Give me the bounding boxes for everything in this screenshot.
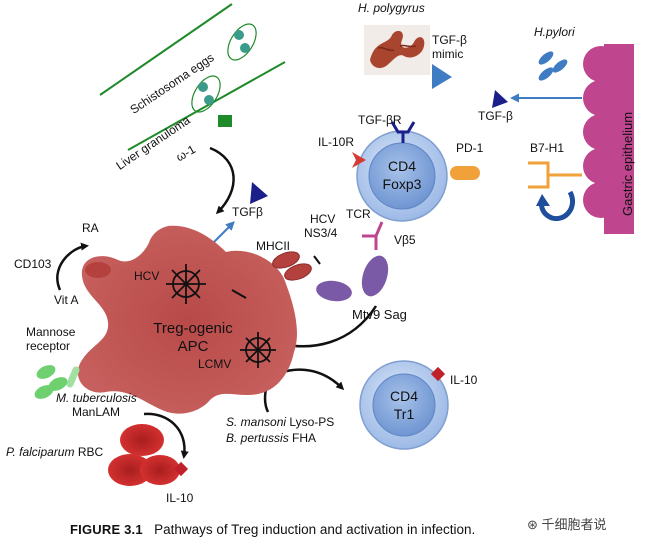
label-tgfb-mimic-2: mimic (432, 47, 464, 61)
p-falciparum-rbc-icon (108, 424, 180, 486)
label-lyso-ps: Lyso-PS (286, 415, 335, 429)
figure-number: FIGURE 3.1 (70, 522, 143, 537)
label-ra: RA (82, 221, 99, 235)
tcr-receptor-icon (362, 221, 384, 250)
gastric-epithelium (583, 44, 634, 234)
watermark-text: 千细胞者说 (541, 517, 607, 532)
label-pd1: PD-1 (456, 141, 484, 155)
label-apc-1: Treg-ogenic (153, 320, 233, 337)
label-tgfb-epithelium: TGF-β (478, 109, 513, 123)
schistosoma-egg-1 (227, 23, 257, 61)
label-il10-bottom: IL-10 (166, 491, 194, 505)
tr1-cell-cd4-tr1 (359, 360, 449, 450)
apc-inner-mark (231, 289, 247, 299)
hcv-virus-apc-icon (166, 264, 206, 304)
label-fha: FHA (288, 431, 317, 445)
treg-ogenic-apc-cell (77, 225, 297, 414)
mtv9-sag-icon (316, 255, 389, 302)
wechat-icon: ⊛ (527, 517, 538, 532)
label-cd4-tr1-1: CD4 (389, 388, 418, 404)
label-tgfbr: TGF-βR (358, 113, 402, 127)
label-h-pylori: H.pylori (534, 25, 575, 39)
ra-vita-cycle-arrow (56, 242, 89, 291)
label-cd4-tr1-2: Tr1 (393, 406, 415, 422)
il10r-receptor-icon (352, 152, 366, 168)
label-tgfb-mimic-1: TGF-β (432, 33, 467, 47)
label-lcmv: LCMV (198, 357, 232, 371)
il10-tr1-diamond (430, 366, 446, 382)
b7h1-receptor-icon (528, 161, 582, 189)
b7h1-recycle-arrow (539, 190, 576, 222)
label-il10-tr1: IL-10 (450, 373, 478, 387)
label-vb5: Vβ5 (394, 233, 416, 247)
apc-cd103-receptor (85, 262, 111, 278)
label-mannose-2: receptor (26, 339, 71, 353)
label-mhcii: MHCII (256, 239, 290, 253)
il10-bottom-diamond (173, 461, 189, 477)
mannose-receptor-stem (66, 366, 80, 388)
label-vit-a: Vit A (54, 293, 79, 307)
label-b-pertussis: B. pertussis (226, 431, 289, 445)
tgfbr-receptor-icon (390, 121, 416, 143)
label-manlam: ManLAM (72, 405, 121, 419)
h-polygyrus-worm-icon (364, 25, 430, 75)
figure-caption: FIGURE 3.1 Pathways of Treg induction an… (70, 522, 475, 537)
label-tgfb-apc: TGFβ (232, 205, 263, 219)
label-p-falciparum: P. falciparum (6, 445, 75, 459)
omega1-antigen (218, 115, 232, 127)
b7h1-arrowhead (536, 194, 550, 206)
label-cd4-foxp3-1: CD4 (387, 158, 416, 174)
rbc-to-il10-arrow (143, 412, 189, 459)
label-rbc: RBC (74, 445, 104, 459)
label-m-tuberculosis: M. tuberculosis (56, 391, 137, 405)
tgfb-mimic-triangle (432, 64, 452, 89)
label-h-polygyrus: H. polygyrus (358, 1, 425, 15)
label-p-falciparum-rbc: P. falciparum RBC (6, 445, 104, 460)
mhcii-receptor-icon (272, 251, 321, 281)
h-pylori-bacteria-icon (538, 51, 568, 81)
label-apc-2: APC (177, 338, 209, 355)
schistosoma-egg-2 (191, 75, 221, 113)
label-b7h1: B7-H1 (530, 141, 565, 155)
label-hcv-apc: HCV (134, 269, 160, 283)
label-hcv-ns34-1: HCV (310, 212, 336, 226)
figure-caption-text: Pathways of Treg induction and activatio… (154, 522, 476, 537)
label-il10r: IL-10R (318, 135, 355, 149)
label-s-mansoni-lysops: S. mansoni Lyso-PS (226, 415, 335, 430)
label-tcr: TCR (346, 207, 371, 221)
lcmv-virus-icon (240, 332, 276, 368)
treg-cell-cd4-foxp3 (356, 130, 448, 222)
label-cd103: CD103 (14, 257, 52, 271)
label-mannose-1: Mannose (26, 325, 76, 339)
tgfb-apc-triangle (250, 182, 268, 204)
label-cd4-foxp3-2: Foxp3 (382, 176, 422, 192)
omega1-to-apc-arrow (209, 146, 235, 215)
label-s-mansoni: S. mansoni (226, 415, 287, 429)
label-b-pertussis-fha: B. pertussis FHA (226, 431, 317, 446)
label-gastric-epithelium: Gastric epithelium (620, 111, 635, 216)
label-mtv9-sag: Mtv9 Sag (352, 307, 407, 322)
m-tuberculosis-icon (34, 365, 68, 399)
liver-granuloma-lines (99, 3, 286, 151)
label-hcv-ns34-2: NS3/4 (304, 226, 338, 240)
pd1-receptor-icon (450, 166, 480, 180)
tgfb-epithelium-triangle (492, 90, 508, 108)
watermark: ⊛ 千细胞者说 (527, 514, 607, 533)
